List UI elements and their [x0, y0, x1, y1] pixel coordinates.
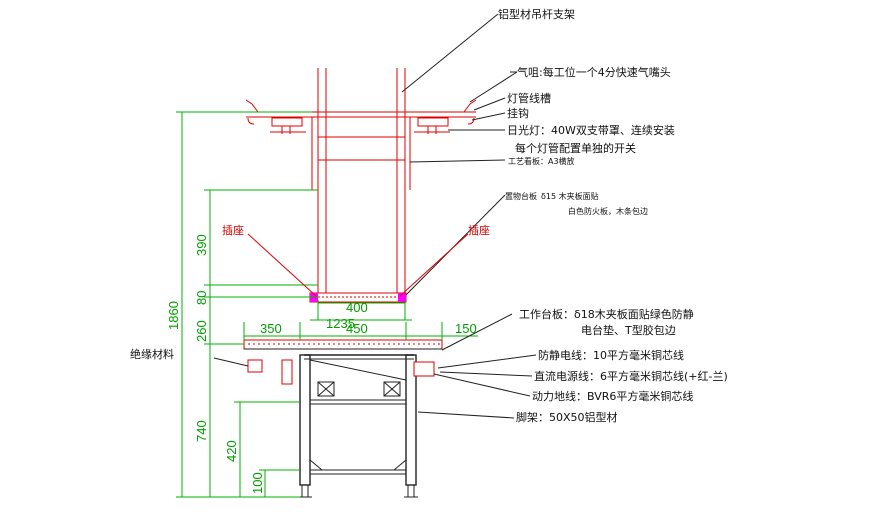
dim-350: 350 [260, 321, 282, 336]
workbench-frame [247, 354, 435, 498]
dim-260: 260 [194, 320, 209, 342]
label-fluorescent: 日光灯：40W双支带罩、连续安装 [507, 123, 675, 137]
label-shelf-spec: δ15 木夹板面贴 [541, 191, 599, 201]
dim-740: 740 [194, 420, 209, 442]
dimension-lines [176, 111, 478, 498]
light-fixture-left [245, 99, 306, 134]
label-insulation: 绝缘材料 [130, 347, 174, 361]
dim-450: 450 [346, 321, 368, 336]
dim-total-height: 1860 [166, 301, 181, 330]
dim-80: 80 [194, 291, 209, 305]
dim-390: 390 [194, 234, 209, 256]
workbench-top [243, 339, 443, 360]
label-aluminum-support: 铝型材吊杆支架 [498, 7, 575, 21]
label-antistatic: 防静电线：10平方毫米铜芯线 [538, 348, 684, 362]
label-shelf-spec2: 白色防火板，木条包边 [568, 206, 648, 216]
dim-1235: 1235 [326, 316, 355, 331]
label-shelf-board: 置物台板 [505, 191, 537, 201]
label-socket-right: 插座 [468, 223, 490, 237]
dim-420: 420 [224, 440, 239, 462]
dim-400: 400 [346, 300, 368, 315]
label-ground: 动力地线：BVR6平方毫米铜芯线 [532, 389, 693, 403]
label-dc-power: 直流电源线：6平方毫米铜芯线(+红-兰) [534, 369, 728, 383]
label-hook: 挂钩 [507, 106, 529, 120]
dim-100: 100 [250, 472, 265, 494]
label-worktop: 工作台板：δ18木夹板面贴绿色防静 [519, 307, 694, 321]
leader-lines [213, 13, 537, 419]
light-fixture-right [414, 99, 477, 134]
label-light-channel: 灯管线槽 [507, 91, 551, 105]
label-frame: 脚架：50X50铝型材 [516, 410, 618, 424]
label-worktop2: 电台垫、T型胶包边 [581, 323, 676, 337]
label-switch: 每个灯管配置单独的开关 [515, 141, 636, 155]
overhead-frame [246, 68, 476, 300]
label-socket-left: 插座 [222, 223, 244, 237]
dim-150: 150 [455, 321, 477, 336]
label-process-card: 工艺看板：A3横放 [508, 156, 575, 166]
label-air-nozzle: 气咀:每工位一个4分快速气嘴头 [517, 65, 671, 79]
